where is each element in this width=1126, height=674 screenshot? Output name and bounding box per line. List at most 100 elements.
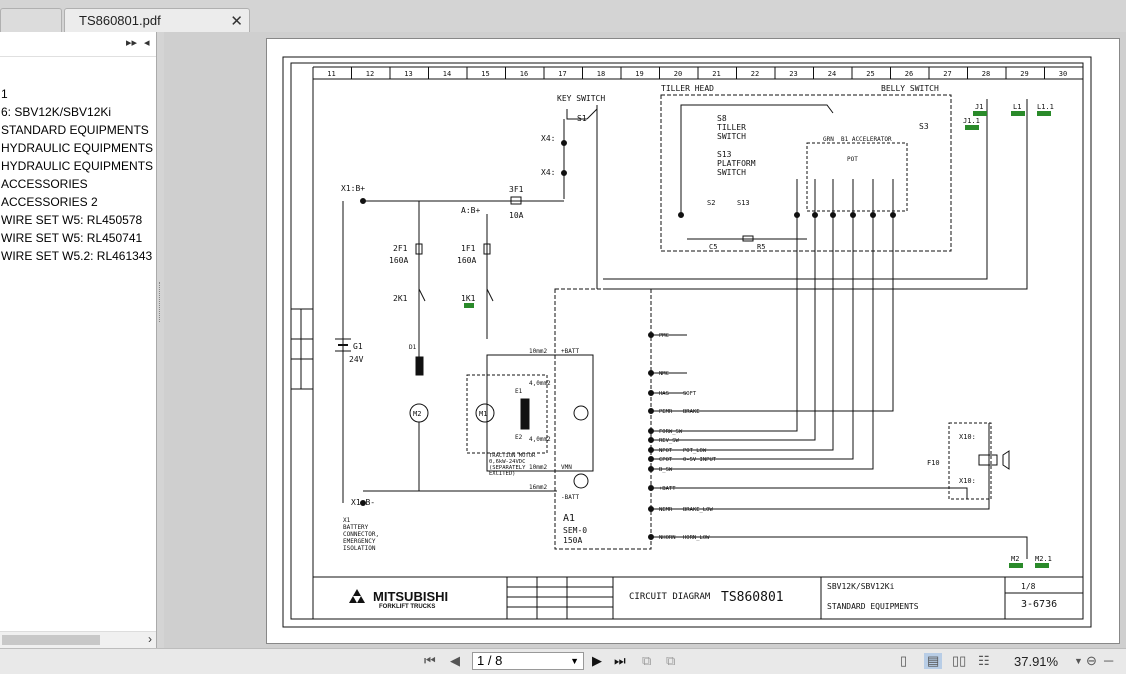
label-2k1: 2K1 bbox=[393, 294, 408, 303]
label-a-bplus: A:B+ bbox=[461, 206, 480, 215]
signal-wire bbox=[603, 99, 988, 280]
pin-label: BRAKE bbox=[683, 409, 700, 415]
ruler-number: 30 bbox=[1059, 70, 1067, 78]
pin-label: POT_LOW bbox=[683, 448, 707, 454]
label-s13: PLATFORM bbox=[717, 159, 756, 168]
label-3f1: 3F1 bbox=[509, 185, 524, 194]
collapse-panel-icon[interactable]: ◂ bbox=[144, 37, 150, 49]
label-grn: GRN bbox=[823, 136, 834, 143]
page-selector[interactable]: 1 / 8 ▼ bbox=[472, 652, 584, 670]
label-s2: S2 bbox=[707, 199, 715, 207]
grip-handle[interactable] bbox=[159, 282, 163, 322]
bookmark-item[interactable]: WIRE SET W5: RL450578 bbox=[1, 213, 143, 227]
bookmark-item[interactable]: HYDRAULIC EQUIPMENTS /I bbox=[1, 159, 157, 173]
pin-label: NEMR bbox=[659, 507, 673, 513]
tab-previous-document[interactable] bbox=[0, 8, 62, 32]
pin-label: REV_SW bbox=[659, 438, 680, 444]
label-x1-bplus: X1:B+ bbox=[341, 184, 365, 193]
label-x1-bminus: X1:B- bbox=[351, 498, 375, 507]
ruler-number: 15 bbox=[481, 70, 489, 78]
tab-bar: TS860801.pdf ✕ bbox=[0, 0, 1126, 33]
label-x1-note: X1 bbox=[343, 517, 351, 524]
label-x10-1: X10: bbox=[959, 433, 976, 441]
connector-x1-bplus bbox=[360, 198, 366, 204]
label-batt-note: EMERGENCY bbox=[343, 538, 376, 545]
inner-frame bbox=[290, 62, 1084, 620]
label-batt-note: BATTERY bbox=[343, 524, 369, 531]
label-mm16: 16mm2 bbox=[529, 484, 547, 491]
label-belly-switch: BELLY SWITCH bbox=[881, 84, 939, 93]
bookmark-item[interactable]: STANDARD EQUIPMENTS bbox=[1, 123, 149, 137]
bookmarks-header: ▸▸ ◂ bbox=[0, 32, 156, 57]
zoom-dropdown-icon[interactable]: ▼ bbox=[1074, 656, 1083, 666]
scrollbar-thumb[interactable] bbox=[2, 635, 100, 645]
doc-number: TS860801 bbox=[721, 590, 784, 605]
pin-label: HAS bbox=[659, 391, 669, 397]
last-page-icon[interactable]: ⏭ bbox=[614, 653, 626, 668]
chevron-right-icon[interactable]: › bbox=[148, 632, 152, 646]
close-icon[interactable]: ✕ bbox=[230, 13, 243, 30]
connector-tag bbox=[973, 111, 987, 116]
relay-tag bbox=[464, 303, 474, 308]
label-s8: TILLER bbox=[717, 123, 746, 132]
chevron-down-icon[interactable]: ▼ bbox=[570, 656, 579, 666]
bookmark-item[interactable]: HYDRAULIC EQUIPMENTS bbox=[1, 141, 154, 155]
double-chevron-right-icon[interactable]: ▸▸ bbox=[126, 37, 138, 49]
pin-label: FORW_SW bbox=[659, 429, 683, 435]
label-s8: SWITCH bbox=[717, 132, 746, 141]
fuse-2f1 bbox=[415, 243, 423, 255]
ruler-number: 25 bbox=[866, 70, 874, 78]
controller-a1 bbox=[554, 288, 652, 550]
tab-ts860801[interactable]: TS860801.pdf ✕ bbox=[64, 8, 250, 32]
bookmark-item[interactable]: 6: SBV12K/SBV12Ki bbox=[1, 105, 112, 119]
label-batt-pos: +BATT bbox=[561, 348, 579, 355]
bookmark-list: 1 6: SBV12K/SBV12Ki STANDARD EQUIPMENTS … bbox=[0, 85, 156, 265]
label-m2: M2 bbox=[413, 410, 421, 418]
single-page-icon[interactable]: ▯ bbox=[900, 653, 908, 668]
bookmark-item[interactable]: WIRE SET W5.2: RL461343 bbox=[1, 249, 153, 263]
bookmarks-panel: ▸▸ ◂ 1 6: SBV12K/SBV12Ki STANDARD EQUIPM… bbox=[0, 32, 157, 648]
sidebar-scrollbar[interactable]: › bbox=[0, 631, 156, 648]
label-ctrl-amp: 150A bbox=[563, 536, 582, 545]
continuous-facing-icon[interactable]: ☷ bbox=[978, 653, 990, 668]
ruler-number: 11 bbox=[327, 70, 335, 78]
previous-view-icon[interactable]: ⧉ bbox=[642, 653, 652, 668]
label-key-switch: KEY SWITCH bbox=[557, 94, 605, 103]
label-batt-note: ISOLATION bbox=[343, 545, 376, 552]
label-traction: EXCITED) bbox=[489, 471, 516, 477]
zoom-out-icon[interactable]: ⊖ bbox=[1086, 653, 1097, 668]
label-traction: TRACTION MOTOR bbox=[489, 453, 536, 459]
panel-splitter[interactable] bbox=[157, 32, 164, 648]
ruler-number: 19 bbox=[635, 70, 643, 78]
first-page-icon[interactable]: ⏮ bbox=[424, 653, 436, 668]
tab-label: TS860801.pdf bbox=[79, 13, 161, 28]
continuous-page-icon[interactable]: ▤ bbox=[924, 653, 943, 669]
label-1k1: 1K1 bbox=[461, 294, 476, 303]
bookmark-item[interactable]: ACCESSORIES bbox=[1, 177, 88, 191]
connector-x1-bminus bbox=[360, 500, 366, 506]
accelerator-box bbox=[806, 142, 908, 212]
label-s13-switch: S13 bbox=[737, 199, 750, 207]
previous-page-icon[interactable]: ◀ bbox=[450, 653, 460, 668]
zoom-slider[interactable]: ─ bbox=[1104, 653, 1114, 668]
signal-wire bbox=[687, 423, 990, 510]
bookmark-item[interactable]: WIRE SET W5: RL450741 bbox=[1, 231, 143, 245]
signal-wire bbox=[687, 215, 854, 460]
next-page-icon[interactable]: ▶ bbox=[592, 653, 602, 668]
ruler-number: 26 bbox=[905, 70, 913, 78]
transistor bbox=[573, 473, 589, 489]
facing-pages-icon[interactable]: ▯▯ bbox=[952, 653, 967, 668]
next-view-icon[interactable]: ⧉ bbox=[666, 653, 676, 668]
label-mm4: 4,0mm2 bbox=[529, 380, 551, 387]
traction-motor-box bbox=[466, 374, 548, 454]
signal-wire bbox=[687, 215, 816, 441]
label-mm10: 10mm2 bbox=[529, 464, 547, 471]
label-s8: S8 bbox=[717, 114, 727, 123]
bookmark-item[interactable]: ACCESSORIES 2 bbox=[1, 195, 98, 209]
brand-name: MITSUBISHI bbox=[373, 589, 448, 604]
zoom-level[interactable]: 37.91% bbox=[1014, 654, 1059, 669]
pin-label: PMC bbox=[659, 333, 669, 339]
bookmark-item[interactable]: 1 bbox=[1, 87, 8, 101]
